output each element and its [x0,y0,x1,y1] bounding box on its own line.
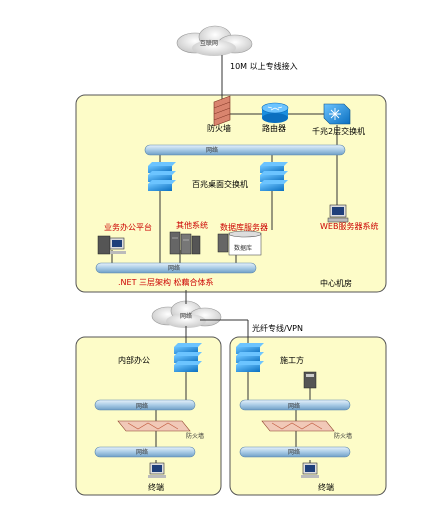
db-server-label: 数据库服务器 [220,223,268,232]
firewall-label: 防火墙 [207,124,231,133]
contractor-terminal-label: 终端 [318,483,334,492]
office-lan-top-label: 网络 [136,403,149,410]
center-lan-pipe [95,262,257,274]
contractor-server-icon [303,371,317,389]
other-system-server-icon [169,231,201,255]
router-icon [261,102,289,123]
db-label: 数据库 [234,245,253,252]
office-switch-icon [174,343,202,372]
office-platform-icon [97,235,126,255]
web-server-icon [327,204,349,223]
office-terminal-label: 终端 [148,483,164,492]
desktop-switch-label: 百兆桌面交换机 [192,180,248,189]
uplink-label: 10M 以上专线接入 [230,62,298,71]
office-lan-top-pipe [94,399,196,411]
architecture-label: .NET 三层架构 松藕合体系 [118,278,214,287]
contractor-lan-top-label: 网络 [288,403,301,410]
lan-label: 网络 [168,265,181,272]
wan-cloud [151,300,222,328]
contractor-firewall-label: 防火墙 [334,433,353,440]
wan-link-label: 光纤专线/VPN [252,324,303,333]
contractor-title: 施工方 [280,356,304,365]
contractor-lan-bottom-label: 网络 [288,449,301,456]
office-firewall-label: 防火墙 [186,433,205,440]
office-title: 内部办公 [118,356,150,365]
desktop-switch-left-icon [148,162,176,191]
desktop-switch-right-icon [260,162,288,191]
router-label: 路由器 [262,124,286,133]
internet-cloud [176,25,253,56]
internet-label: 互联网 [200,40,219,47]
office-terminal-icon [148,462,166,478]
contractor-switch-icon [236,343,264,372]
office-platform-label: 业务办公平台 [104,223,152,232]
wan-cloud-label: 网络 [180,313,193,320]
web-server-label: WEB服务器系统 [320,222,379,231]
center-room-label: 中心机房 [320,279,352,288]
office-firewall-icon [117,420,191,432]
other-system-label: 其他系统 [176,221,208,230]
firewall-icon [213,95,231,127]
office-lan-bottom-pipe [94,446,196,458]
contractor-lan-top-pipe [239,399,351,411]
contractor-firewall-icon [261,420,335,432]
contractor-terminal-icon [301,462,319,478]
core-switch-label: 千兆2层交换机 [312,127,366,136]
center-backbone-pipe [144,144,346,156]
office-lan-bottom-label: 网络 [136,449,149,456]
core-switch-icon [323,103,351,125]
contractor-lan-bottom-pipe [239,446,351,458]
db-server-icon [217,230,262,256]
backbone-label: 网络 [206,147,219,154]
center-room-zone [75,94,387,293]
